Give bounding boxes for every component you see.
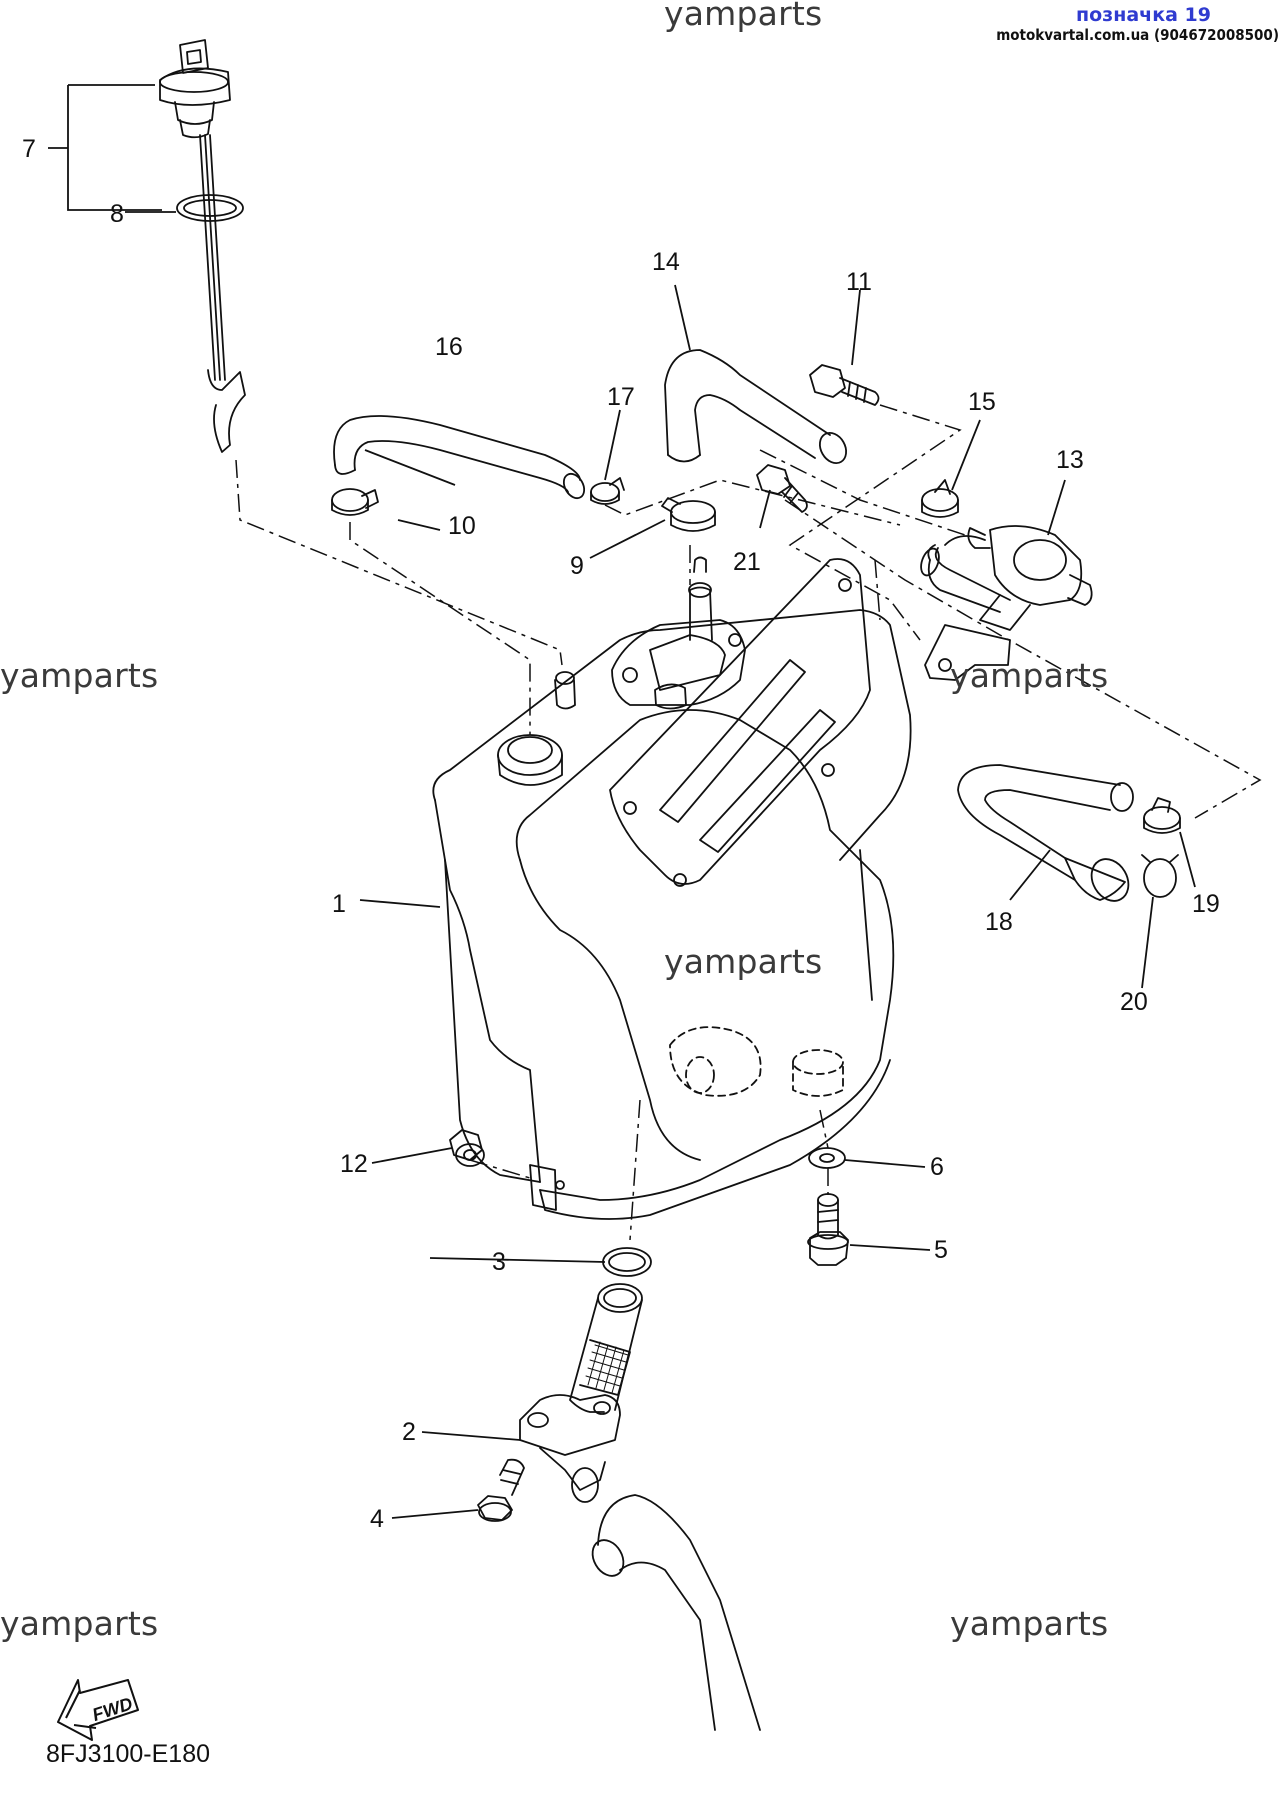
hose-part-18 <box>957 764 1134 902</box>
hose-part-16 <box>333 415 586 500</box>
callout-7: 7 <box>22 135 36 163</box>
bolt-part-21 <box>756 464 808 513</box>
callout-10: 10 <box>448 512 476 540</box>
nut-part-12 <box>449 1129 485 1167</box>
watermark: yamparts <box>950 1604 1109 1643</box>
callout-9: 9 <box>570 552 584 580</box>
clamp-part-17 <box>590 477 625 505</box>
callout-labels: 1 2 3 4 5 6 7 8 9 10 11 12 13 14 15 16 1… <box>22 135 1220 1533</box>
callout-6: 6 <box>930 1153 944 1181</box>
lower-hose <box>591 1494 761 1731</box>
forward-arrow-icon <box>57 1679 139 1741</box>
cap-part-20 <box>1141 854 1179 898</box>
callout-2: 2 <box>402 1418 416 1446</box>
callout-17: 17 <box>607 383 635 411</box>
callout-13: 13 <box>1056 446 1084 474</box>
bolt-part-4 <box>477 1458 525 1522</box>
callout-5: 5 <box>934 1236 948 1264</box>
callout-3: 3 <box>492 1248 506 1276</box>
callout-15: 15 <box>968 388 996 416</box>
clamp-part-10 <box>331 488 379 516</box>
clamp-part-15 <box>921 479 959 518</box>
strainer-mesh <box>585 1341 629 1394</box>
oil-tank-part-1 <box>432 556 912 1220</box>
watermark: yamparts <box>950 656 1109 695</box>
watermark: yamparts <box>664 942 823 981</box>
drain-bolt-part-5 <box>807 1193 849 1266</box>
bracket-part <box>924 624 1011 681</box>
valve-part-13 <box>920 525 1093 631</box>
watermark: yamparts <box>0 1604 159 1643</box>
bolt-part-11 <box>809 364 880 406</box>
watermark: yamparts <box>0 656 159 695</box>
assembly-lines <box>235 404 1262 1241</box>
o-ring-part-3 <box>602 1247 652 1277</box>
watermark: yamparts <box>664 0 823 33</box>
callout-21: 21 <box>733 548 761 576</box>
callout-1: 1 <box>332 890 346 918</box>
site-contact: motokvartal.com.ua (904672008500) <box>996 26 1279 44</box>
callout-18: 18 <box>985 908 1013 936</box>
strainer-part-2 <box>519 1283 643 1503</box>
callout-16: 16 <box>435 333 463 361</box>
hose-part-14 <box>664 349 848 464</box>
diagram-label: позначка 19 <box>1076 4 1211 26</box>
callout-20: 20 <box>1120 988 1148 1016</box>
callout-14: 14 <box>652 248 680 276</box>
leader-lines <box>48 84 1196 1519</box>
clamp-part-9 <box>661 497 716 532</box>
callout-4: 4 <box>370 1505 384 1533</box>
washer-part-6 <box>808 1147 846 1169</box>
clamp-part-19 <box>1143 797 1181 834</box>
oil-level-sensor-part <box>159 39 246 453</box>
callout-8: 8 <box>110 200 124 228</box>
fwd-label: FWD <box>90 1693 135 1725</box>
diagram-code: 8FJ3100-E180 <box>46 1740 211 1768</box>
callout-19: 19 <box>1192 890 1220 918</box>
tank-bottom-hidden-features <box>669 1026 844 1097</box>
callout-12: 12 <box>340 1150 368 1178</box>
callout-11: 11 <box>846 268 872 296</box>
